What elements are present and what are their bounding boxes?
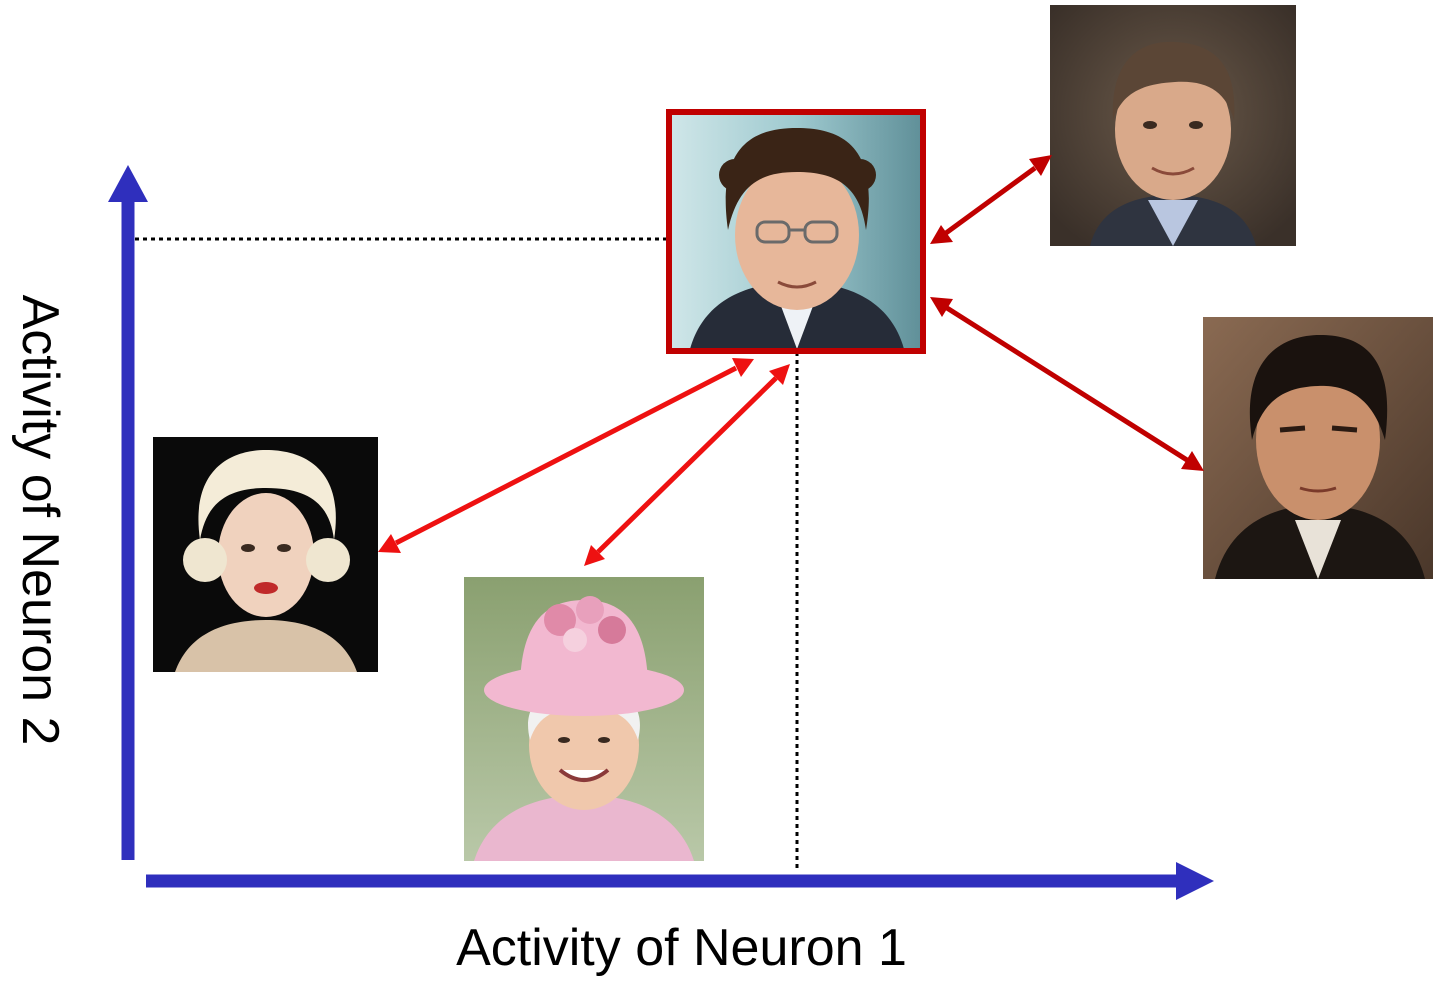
y-axis-label: Activity of Neuron 2 [11, 294, 69, 746]
face-top-right [1050, 5, 1296, 246]
arrow-center-to-top-right [930, 155, 1052, 244]
center-face-highlight-frame [666, 109, 926, 354]
x-axis-label: Activity of Neuron 1 [456, 919, 907, 977]
face-right [1203, 317, 1433, 579]
center-face [671, 113, 923, 349]
y-axis-arrowhead [108, 165, 148, 202]
x-axis-arrowhead [1176, 862, 1214, 900]
x-axis [146, 862, 1214, 900]
face-left [153, 437, 378, 672]
arrow-center-to-left [378, 358, 754, 553]
arrow-center-to-bottom [584, 364, 790, 566]
face-bottom [464, 577, 704, 861]
y-axis [108, 165, 148, 860]
arrow-center-to-right [930, 297, 1204, 471]
